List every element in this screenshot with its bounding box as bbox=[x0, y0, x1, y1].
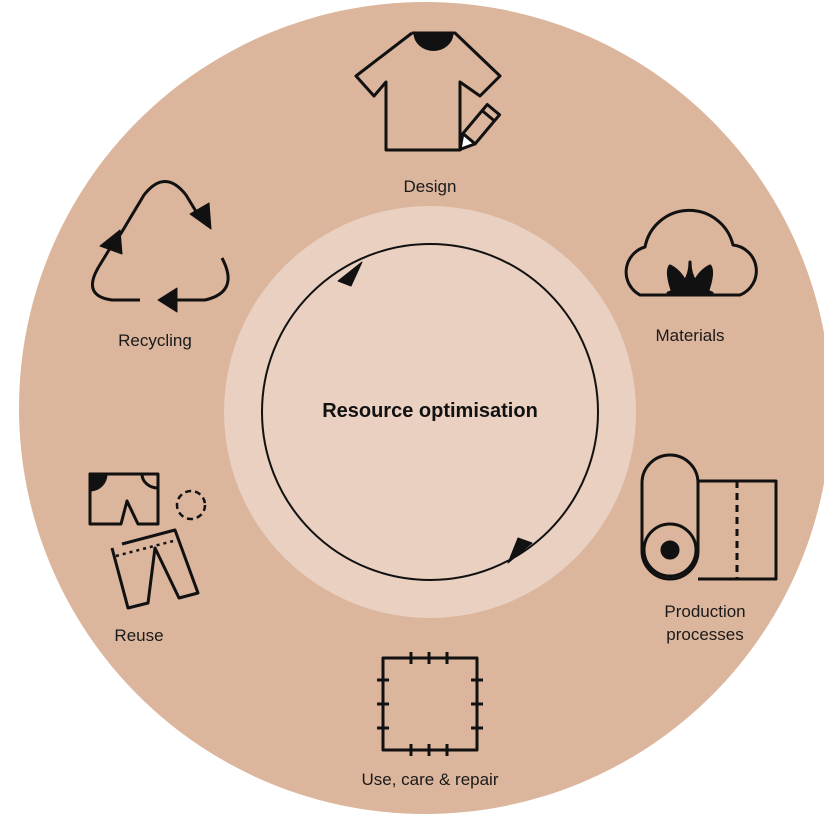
recycle-triangle-icon bbox=[90, 180, 230, 313]
stage-label-use-care-repair: Use, care & repair bbox=[361, 770, 499, 789]
stage-label-production-line2: processes bbox=[666, 625, 744, 644]
stage-label-recycling: Recycling bbox=[118, 331, 192, 350]
stage-label-reuse: Reuse bbox=[114, 626, 164, 645]
cotton-boll-icon bbox=[624, 208, 758, 297]
stage-label-production: Production processes bbox=[640, 600, 770, 646]
stage-label-materials: Materials bbox=[655, 326, 725, 345]
shorts-trousers-icon bbox=[88, 472, 207, 610]
stage-label-design: Design bbox=[403, 177, 457, 196]
cycle-circle bbox=[261, 243, 599, 581]
stage-label-production-line1: Production bbox=[664, 602, 746, 621]
stitched-square-icon bbox=[377, 652, 483, 756]
inner-circle bbox=[224, 206, 636, 618]
tshirt-pencil-icon bbox=[354, 31, 502, 152]
center-title: Resource optimisation bbox=[322, 400, 538, 422]
cycle-arrow-bottom-icon bbox=[507, 537, 533, 564]
cycle-arrow-top-icon bbox=[337, 261, 363, 287]
fabric-roll-icon bbox=[640, 453, 778, 581]
